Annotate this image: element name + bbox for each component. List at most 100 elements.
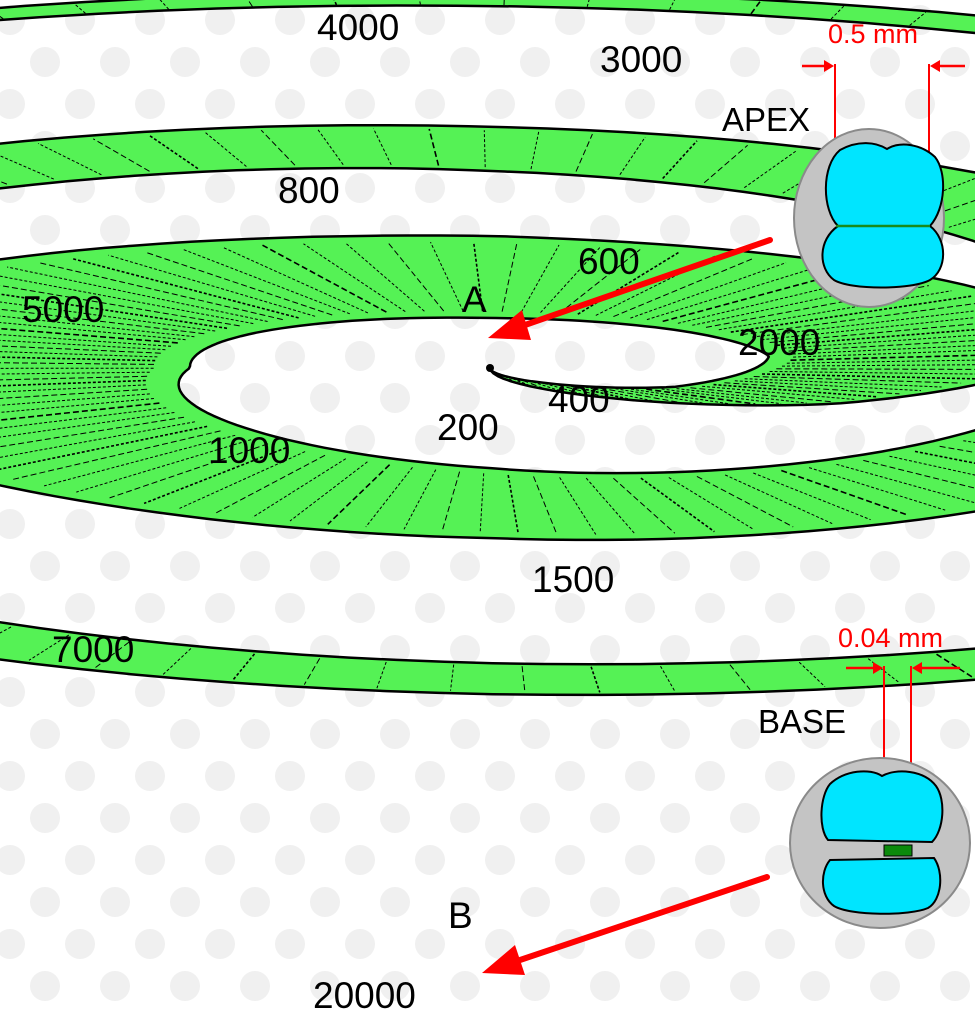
membrane-tick: [792, 345, 975, 355]
membrane-tick: [781, 469, 909, 516]
membrane-tick: [0, 416, 185, 448]
background-dot: [695, 593, 725, 623]
background-dot: [730, 803, 760, 833]
membrane-tick: [0, 301, 216, 332]
background-dot: [240, 971, 270, 1001]
background-dot: [30, 803, 60, 833]
freq-label-3000: 3000: [600, 39, 682, 80]
background-dot: [415, 593, 445, 623]
membrane-tick: [790, 354, 975, 361]
background-dot: [205, 341, 235, 371]
membrane-tick: [520, 244, 560, 313]
membrane-tick: [786, 359, 975, 364]
background-dot: [100, 719, 130, 749]
background-dot: [450, 803, 480, 833]
membrane-tick: [73, 3, 86, 14]
background-dot: [450, 635, 480, 665]
background-dot: [520, 971, 550, 1001]
background-dot: [345, 593, 375, 623]
background-dot: [765, 845, 795, 875]
membrane-tick: [713, 383, 878, 398]
membrane-tick: [493, 371, 497, 376]
membrane-tick: [613, 477, 676, 534]
membrane-tick: [661, 388, 782, 405]
background-dot: [205, 173, 235, 203]
background-dot: [240, 719, 270, 749]
membrane-tick: [0, 275, 254, 325]
basilar-membrane-spiral: [0, 0, 975, 697]
freq-label-4000: 4000: [317, 7, 399, 48]
background-dot: [30, 887, 60, 917]
background-dot: [730, 719, 760, 749]
membrane-tick: [365, 466, 413, 528]
membrane-tick: [143, 447, 287, 505]
membrane-tick: [419, 0, 421, 5]
membrane-tick: [222, 246, 369, 314]
background-dot: [450, 47, 480, 77]
freq-label-20000: 20000: [313, 975, 416, 1014]
membrane-tick: [705, 285, 929, 328]
background-dot: [415, 425, 445, 455]
membrane-tick: [28, 634, 70, 661]
background-dot: [555, 5, 585, 35]
background-dot: [205, 929, 235, 959]
background-dot: [345, 89, 375, 119]
background-dot: [310, 551, 340, 581]
background-dot: [450, 551, 480, 581]
membrane-tick: [776, 328, 975, 347]
background-dot: [170, 719, 200, 749]
background-dot: [940, 719, 970, 749]
background-dot: [170, 551, 200, 581]
membrane-tick: [260, 129, 296, 166]
background-dot: [485, 425, 515, 455]
background-dot: [800, 719, 830, 749]
background-dot: [940, 131, 970, 161]
background-dot: [625, 89, 655, 119]
base-arrow: [482, 874, 770, 975]
background-dot: [205, 845, 235, 875]
background-dot: [0, 761, 25, 791]
background-dot: [590, 215, 620, 245]
background-dot: [660, 551, 690, 581]
membrane-tick: [696, 475, 794, 528]
background-dot: [870, 971, 900, 1001]
background-dot: [240, 47, 270, 77]
membrane-tick: [769, 371, 975, 375]
membrane-tick: [830, 5, 845, 20]
background-dot: [170, 47, 200, 77]
membrane-tick: [162, 648, 192, 675]
membrane-tick: [0, 425, 208, 470]
apex-cross-section: APEX 0.5 mm: [722, 19, 965, 308]
membrane-tick: [204, 131, 247, 167]
base-width-label: 0.04 mm: [838, 623, 943, 653]
background-dot: [380, 719, 410, 749]
background-dot: [65, 593, 95, 623]
membrane-tick: [744, 150, 798, 189]
membrane-tick: [0, 421, 195, 458]
background-dot: [450, 971, 480, 1001]
background-dot: [100, 47, 130, 77]
membrane-tick: [909, 11, 927, 26]
membrane-tick: [303, 243, 406, 313]
background-dot: [485, 761, 515, 791]
background-dot: [135, 593, 165, 623]
freq-label-800: 800: [278, 170, 340, 211]
background-dot: [660, 47, 690, 77]
membrane-tick: [483, 130, 486, 168]
apex-fluid-chambers: [821, 142, 945, 289]
membrane-tick: [0, 285, 240, 327]
background-dot: [170, 971, 200, 1001]
background-dot: [590, 551, 620, 581]
background-dot: [205, 89, 235, 119]
background-dot: [485, 5, 515, 35]
membrane-tick: [521, 666, 526, 693]
membrane-tick: [741, 303, 975, 336]
membrane-tick-marks: [0, 0, 975, 693]
membrane-tick: [590, 666, 601, 693]
membrane-tick: [179, 451, 306, 509]
background-dot: [65, 761, 95, 791]
background-dot: [135, 845, 165, 875]
background-dot: [100, 551, 130, 581]
membrane-tick: [262, 244, 387, 313]
